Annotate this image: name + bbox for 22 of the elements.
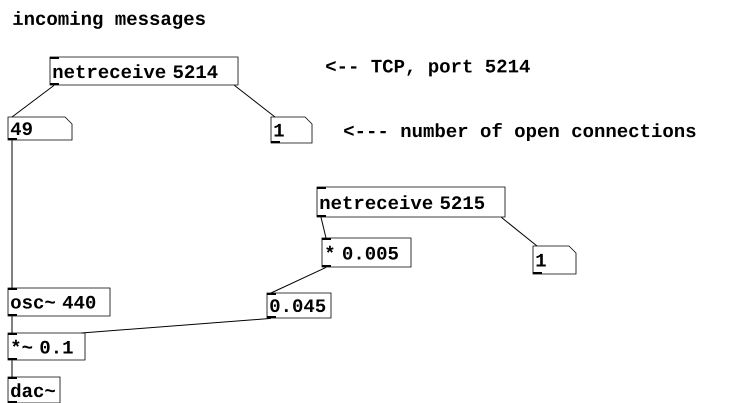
object-box: osc~ 440 bbox=[8, 288, 110, 316]
patch-cord bbox=[12, 316, 13, 334]
object-box: dac~ bbox=[8, 376, 60, 403]
object-box: * 0.005 bbox=[322, 238, 412, 268]
patch-cord bbox=[500, 216, 538, 246]
object-box: netreceive 5214 bbox=[50, 56, 238, 86]
patch-cord bbox=[12, 84, 55, 118]
number-box: 1 bbox=[532, 246, 576, 274]
patch-cord bbox=[80, 318, 272, 334]
number-box: 1 bbox=[270, 116, 312, 144]
object-box: 0.045 bbox=[266, 292, 332, 318]
number-box: 49 bbox=[8, 116, 72, 140]
patch-cord bbox=[12, 140, 13, 288]
comment-text: <-- TCP, port 5214 bbox=[326, 60, 530, 76]
patch-cord bbox=[12, 360, 13, 378]
comment-text: incoming messages bbox=[13, 11, 205, 29]
object-box: netreceive 5215 bbox=[316, 186, 506, 218]
comment-text: <--- number of open connections bbox=[344, 123, 696, 141]
patch-cord bbox=[234, 84, 276, 118]
patch-cord bbox=[270, 266, 326, 294]
object-box: *~ 0.1 bbox=[8, 332, 86, 360]
patch-cord bbox=[320, 216, 326, 238]
